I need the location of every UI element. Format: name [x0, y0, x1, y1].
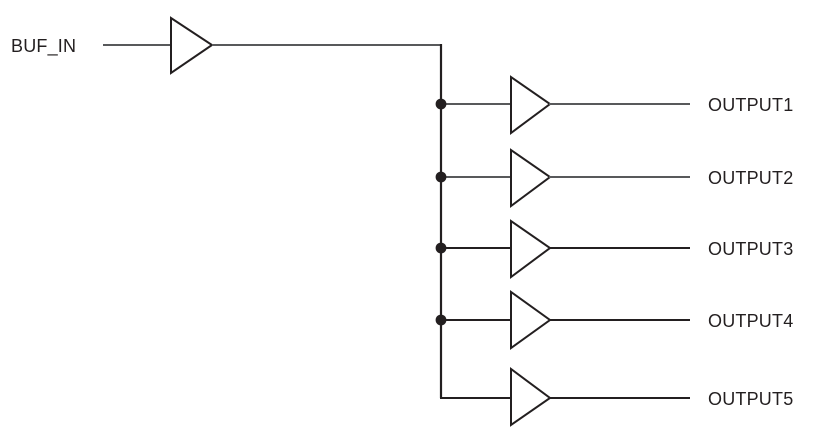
- net-label-output1: OUTPUT1: [708, 95, 793, 115]
- output-buffer-symbol-2: [510, 148, 552, 208]
- input-buffer-symbol: [170, 16, 214, 75]
- junction-dot-3: [435, 242, 447, 254]
- output-branch-5: OUTPUT5: [440, 367, 793, 427]
- output-branch-3: OUTPUT3: [435, 219, 793, 279]
- net-label-output4: OUTPUT4: [708, 311, 793, 331]
- net-label-output5: OUTPUT5: [708, 389, 793, 409]
- output-buffer-symbol-1: [510, 75, 552, 135]
- net-label-output2: OUTPUT2: [708, 168, 793, 188]
- output-buffer-symbol-5: [510, 367, 552, 427]
- output-branch-4: OUTPUT4: [435, 290, 793, 350]
- output-buffer-symbol-4: [510, 290, 552, 350]
- junction-dot-2: [435, 171, 447, 183]
- output-branch-1: OUTPUT1: [435, 75, 793, 135]
- output-buffer-symbol-3: [510, 219, 552, 279]
- output-branch-2: OUTPUT2: [435, 148, 793, 208]
- junction-dot-1: [435, 98, 447, 110]
- net-label-output3: OUTPUT3: [708, 239, 793, 259]
- net-label-buf-in: BUF_IN: [11, 36, 76, 57]
- junction-dot-4: [435, 314, 447, 326]
